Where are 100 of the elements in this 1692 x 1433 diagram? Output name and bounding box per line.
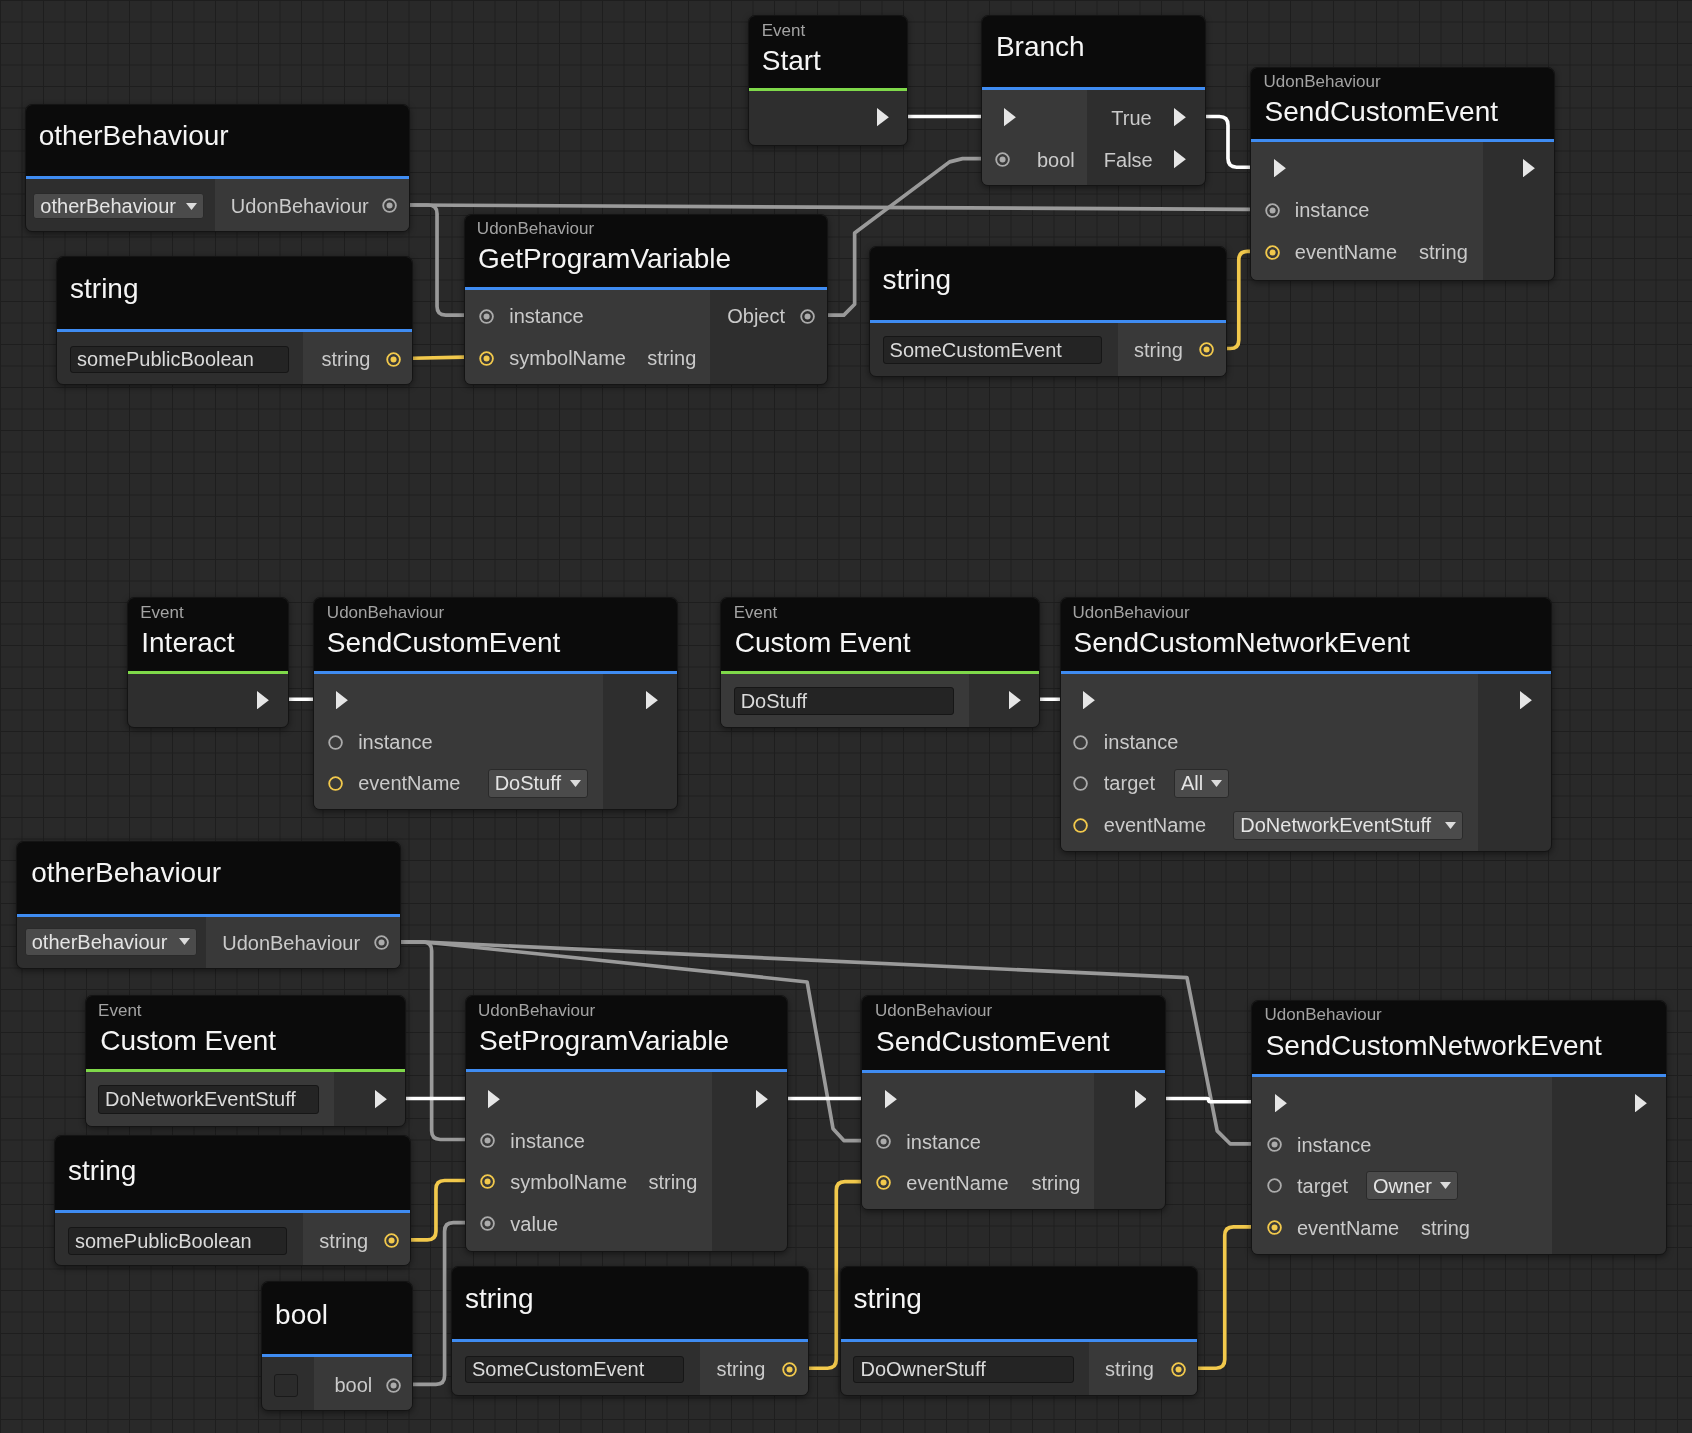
node-title: bool <box>275 1299 328 1332</box>
port-label: string <box>1031 1171 1081 1195</box>
node-title: SetProgramVariable <box>479 1025 730 1058</box>
port-label: eventName <box>358 771 461 795</box>
node-title: GetProgramVariable <box>477 242 732 275</box>
node-title: Interact <box>141 626 235 660</box>
port-label: target <box>1296 1174 1349 1198</box>
graph-node <box>53 1135 412 1266</box>
node-category-label: Event <box>98 1001 142 1021</box>
node-category-label: UdonBehaviour <box>477 1001 596 1021</box>
graph-node <box>861 994 1167 1210</box>
graph-node <box>16 840 402 969</box>
port-label: instance <box>1103 730 1179 754</box>
graph-node <box>747 15 908 146</box>
graph-node <box>24 103 411 232</box>
connector-wire <box>1164 1096 1253 1104</box>
dropdown-button: otherBehaviour <box>33 192 204 220</box>
port-label: instance <box>510 1129 585 1152</box>
node-title: string <box>70 273 139 306</box>
dropdown-button: DoNetworkEventStuff <box>1233 810 1464 840</box>
text-field: DoOwnerStuff <box>853 1355 1074 1383</box>
port-label: instance <box>1296 1133 1372 1157</box>
port-label: eventName <box>1296 1216 1400 1240</box>
port-label: string <box>321 347 371 371</box>
node-title: SendCustomEvent <box>1264 96 1499 129</box>
port-label: instance <box>358 730 433 754</box>
port-label: eventName <box>1294 240 1398 264</box>
text-field: SomeCustomEvent <box>465 1355 685 1383</box>
port-label: value <box>510 1212 559 1236</box>
graph-node <box>85 994 406 1127</box>
text-field: DoStuff <box>733 687 954 716</box>
port-label: string <box>319 1229 369 1253</box>
node-category-label: UdonBehaviour <box>1263 72 1381 92</box>
port-label: string <box>647 346 697 370</box>
graph-node <box>127 596 290 729</box>
dropdown-button: Owner <box>1366 1171 1458 1201</box>
node-category-label: UdonBehaviour <box>875 1001 993 1021</box>
node-title: otherBehaviour <box>31 856 222 889</box>
port-label: True <box>1111 106 1152 129</box>
port-label: bool <box>334 1373 373 1397</box>
graph-node <box>451 1265 810 1397</box>
port-label: symbolName <box>510 1170 627 1193</box>
node-category-label: Event <box>761 21 806 41</box>
port-label: string <box>1421 1216 1470 1240</box>
node-title: string <box>853 1283 922 1316</box>
port-label: symbolName <box>509 346 626 370</box>
node-title: SendCustomNetworkEvent <box>1265 1029 1602 1062</box>
graph-node <box>312 596 678 811</box>
node-title: Branch <box>995 31 1085 64</box>
port-label: string <box>648 1170 698 1193</box>
node-title: string <box>882 264 952 297</box>
text-field: somePublicBoolean <box>67 1226 287 1255</box>
text-field: SomeCustomEvent <box>882 335 1102 364</box>
port-label: eventName <box>1103 813 1207 837</box>
port-label: Object <box>727 304 785 328</box>
text-field: DoNetworkEventStuff <box>98 1085 320 1114</box>
port-label: target <box>1103 771 1155 795</box>
node-category-label: Event <box>140 603 184 623</box>
node-title: Start <box>761 45 821 78</box>
graph-node <box>868 246 1227 377</box>
node-category-label: UdonBehaviour <box>1264 1005 1382 1026</box>
node-title: string <box>67 1154 137 1187</box>
port-label: UdonBehaviour <box>230 194 369 218</box>
node-category-label: UdonBehaviour <box>1072 603 1190 623</box>
port-label: bool <box>1036 148 1075 172</box>
graph-node <box>980 15 1207 186</box>
graph-node <box>1250 1000 1668 1255</box>
port-label: False <box>1103 148 1153 172</box>
connector-wire <box>287 697 315 702</box>
graph-node <box>1249 66 1555 281</box>
port-label: string <box>1134 338 1183 361</box>
graph-node <box>1059 596 1552 853</box>
node-title: Custom Event <box>734 626 911 660</box>
node-title: otherBehaviour <box>38 119 229 152</box>
node-title: SendCustomNetworkEvent <box>1073 626 1410 660</box>
port-label: instance <box>509 304 584 328</box>
port-label: string <box>716 1357 766 1381</box>
node-title: string <box>465 1283 534 1316</box>
port-label: UdonBehaviour <box>222 931 361 955</box>
graph-node <box>465 994 788 1252</box>
graph-node <box>56 255 414 386</box>
port-label: string <box>1104 1357 1154 1381</box>
connector-wire <box>1204 114 1252 170</box>
node-category-label: Event <box>733 603 778 623</box>
port-label: instance <box>1294 198 1370 222</box>
port-label: string <box>1418 240 1468 264</box>
dropdown-button: DoStuff <box>487 768 588 798</box>
text-field: somePublicBoolean <box>70 345 290 373</box>
node-category-label: UdonBehaviour <box>476 218 595 239</box>
node-title: SendCustomEvent <box>876 1026 1110 1059</box>
dropdown-button: otherBehaviour <box>24 927 198 956</box>
node-title: Custom Event <box>100 1025 277 1058</box>
connector-wire <box>905 114 983 119</box>
graph-node <box>261 1280 414 1412</box>
graph-node <box>839 1265 1198 1397</box>
graph-node <box>464 213 828 386</box>
port-label: eventName <box>906 1171 1009 1195</box>
dropdown-button: All <box>1173 768 1229 798</box>
graph-node <box>719 596 1041 729</box>
node-title: SendCustomEvent <box>326 626 561 660</box>
